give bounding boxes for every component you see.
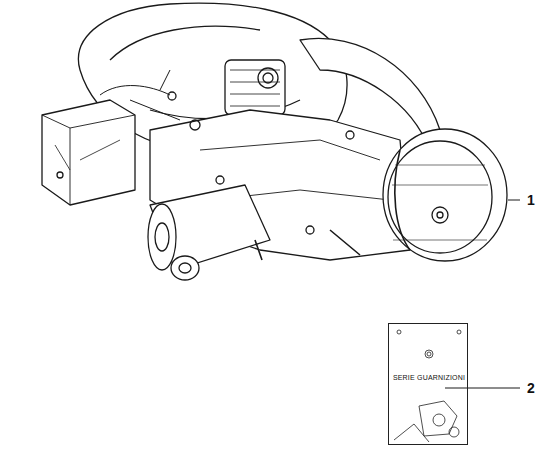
- callout-number: 2: [527, 381, 535, 395]
- package-art: [389, 324, 469, 446]
- callout-number: 1: [527, 193, 535, 207]
- package-text: SERIE GUARNIZIONI: [393, 374, 465, 381]
- gasket-kit-package: SERIE GUARNIZIONI: [388, 323, 468, 445]
